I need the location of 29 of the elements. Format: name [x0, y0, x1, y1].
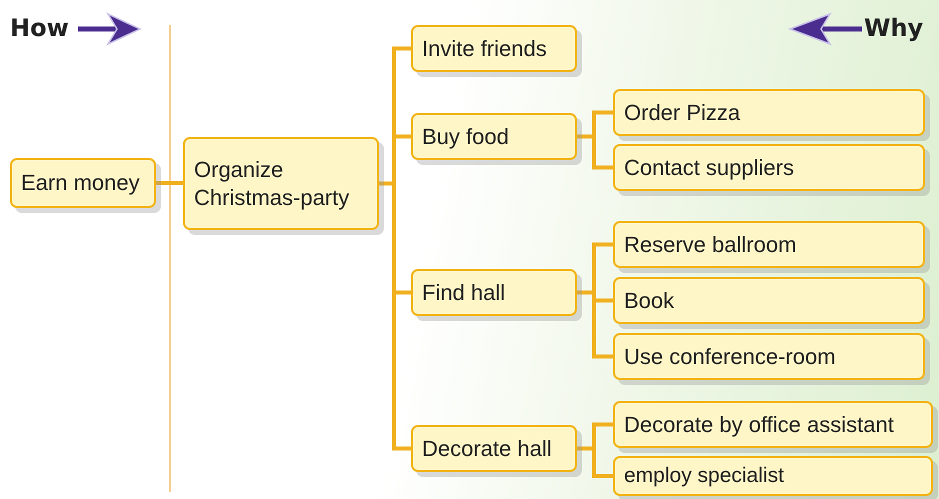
box-label: Organize Christmas-party — [194, 156, 350, 211]
process-box — [411, 425, 577, 472]
box-label: Order Pizza — [624, 98, 740, 126]
connector-line — [156, 181, 183, 185]
process-box — [411, 25, 577, 72]
process-box — [183, 137, 379, 230]
box-label: Earn money — [21, 169, 140, 197]
process-box — [613, 333, 925, 380]
box-label: employ specialist — [624, 462, 784, 489]
box-label: Decorate hall — [422, 434, 552, 462]
box-label: Find hall — [422, 278, 506, 306]
process-box — [411, 269, 577, 316]
process-box — [613, 144, 925, 191]
process-box — [10, 158, 156, 208]
box-label: Contact suppliers — [624, 154, 794, 182]
how-label: How — [10, 14, 69, 42]
process-box — [613, 89, 925, 136]
process-box — [613, 221, 925, 268]
box-label: Invite friends — [422, 34, 547, 62]
box-label: Reserve ballroom — [624, 230, 796, 258]
process-box — [613, 456, 933, 496]
box-label: Buy food — [422, 122, 509, 150]
process-box — [613, 277, 925, 324]
why-label: Why — [864, 14, 924, 42]
process-box — [613, 401, 933, 448]
box-label: Book — [624, 286, 674, 314]
box-label: Decorate by office assistant — [624, 410, 894, 438]
box-label: Use conference-room — [624, 342, 836, 370]
process-box — [411, 113, 577, 160]
